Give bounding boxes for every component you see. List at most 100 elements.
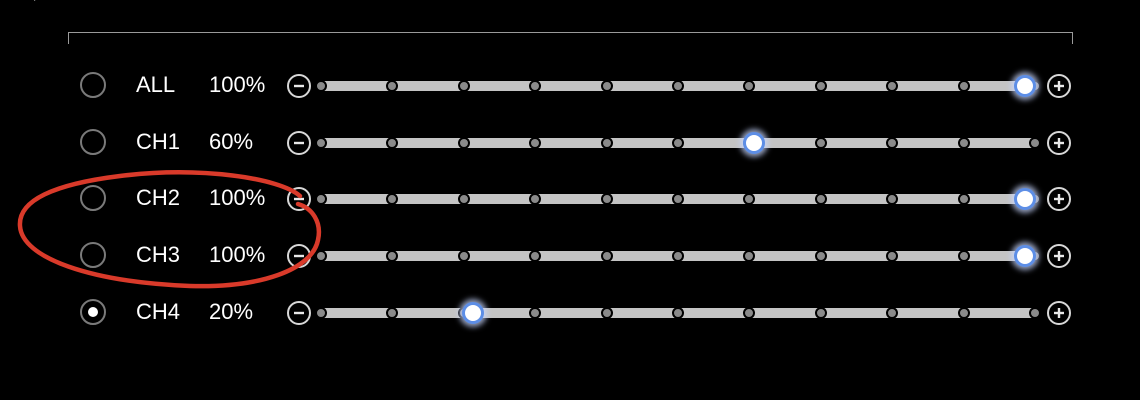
channel-radio-all[interactable]	[80, 72, 106, 98]
channel-label: CH1	[136, 129, 181, 154]
slider-tick	[814, 80, 827, 92]
slider-tick	[957, 80, 970, 92]
increase-button-ch2[interactable]	[1047, 187, 1071, 211]
slider-thumb[interactable]	[462, 302, 485, 324]
slider-tick	[315, 137, 327, 149]
slider-tick	[672, 193, 684, 205]
plus-icon	[1054, 308, 1064, 318]
channel-percent: 20%	[209, 299, 254, 324]
slider-thumb[interactable]	[1014, 188, 1036, 210]
slider-tick	[600, 193, 613, 205]
slider-tick	[672, 80, 684, 92]
slider-tick	[600, 80, 613, 92]
channel-radio-ch4[interactable]	[80, 299, 106, 325]
slider-tick	[957, 137, 970, 149]
slider-tick	[743, 250, 756, 262]
slider-thumb[interactable]	[1014, 75, 1036, 97]
channel-radio-ch3[interactable]	[80, 242, 106, 268]
slider-tick	[743, 307, 756, 319]
increase-button-ch3[interactable]	[1047, 244, 1071, 268]
slider-tick	[529, 137, 542, 149]
slider-tick	[315, 80, 327, 92]
plus-icon	[1054, 138, 1064, 148]
channel-percent: 100%	[209, 242, 266, 267]
decrease-button-ch1[interactable]	[287, 131, 311, 155]
brightness-slider-ch4[interactable]	[315, 302, 1041, 324]
channel-radio-ch1[interactable]	[80, 129, 106, 155]
slider-tick	[672, 137, 684, 149]
plus-icon	[1054, 81, 1064, 91]
minus-icon	[294, 84, 304, 88]
slider-tick	[529, 80, 542, 92]
slider-tick	[814, 307, 827, 319]
slider-tick	[886, 307, 899, 319]
decrease-button-ch4[interactable]	[287, 301, 311, 325]
slider-thumb[interactable]	[1014, 245, 1036, 267]
channel-label: CH2	[136, 185, 181, 210]
decrease-button-ch3[interactable]	[287, 244, 311, 268]
slider-tick	[886, 137, 899, 149]
channel-percent: 60%	[209, 129, 254, 154]
slider-tick	[1029, 137, 1041, 149]
decrease-button-ch2[interactable]	[287, 187, 311, 211]
channel-label: CH3	[136, 242, 181, 267]
increase-button-ch1[interactable]	[1047, 131, 1071, 155]
slider-thumb[interactable]	[743, 132, 766, 154]
slider-tick	[386, 80, 399, 92]
slider-tick	[315, 193, 327, 205]
brightness-slider-all[interactable]	[315, 75, 1041, 97]
slider-tick	[957, 250, 970, 262]
panel-bracket	[68, 32, 1073, 44]
increase-button-ch4[interactable]	[1047, 301, 1071, 325]
channel-label: CH4	[136, 299, 181, 324]
slider-tick	[529, 307, 542, 319]
plus-icon	[1054, 251, 1064, 261]
channel-percent: 100%	[209, 72, 266, 97]
channel-row-ch3: CH3 100%	[0, 235, 1140, 275]
minus-icon	[294, 254, 304, 258]
slider-tick	[457, 193, 470, 205]
slider-tick	[886, 193, 899, 205]
slider-tick	[386, 137, 399, 149]
back-arrow-icon[interactable]	[28, 0, 48, 8]
radio-selected-dot	[88, 307, 98, 317]
slider-tick	[315, 250, 327, 262]
decrease-button-all[interactable]	[287, 74, 311, 98]
slider-tick	[457, 137, 470, 149]
slider-tick	[743, 80, 756, 92]
channel-percent: 100%	[209, 185, 266, 210]
slider-tick	[672, 250, 684, 262]
channel-row-ch2: CH2 100%	[0, 178, 1140, 218]
slider-tick	[814, 250, 827, 262]
slider-tick	[315, 307, 327, 319]
slider-tick	[1029, 307, 1041, 319]
brightness-slider-ch1[interactable]	[315, 132, 1041, 154]
slider-tick	[457, 250, 470, 262]
slider-tick	[386, 250, 399, 262]
channel-radio-ch2[interactable]	[80, 185, 106, 211]
slider-tick	[600, 307, 613, 319]
slider-tick	[386, 193, 399, 205]
plus-icon	[1054, 194, 1064, 204]
increase-button-all[interactable]	[1047, 74, 1071, 98]
slider-tick	[957, 307, 970, 319]
slider-tick	[886, 80, 899, 92]
minus-icon	[294, 311, 304, 315]
channel-row-ch1: CH1 60%	[0, 122, 1140, 162]
brightness-slider-ch3[interactable]	[315, 245, 1041, 267]
minus-icon	[294, 197, 304, 201]
slider-tick	[600, 137, 613, 149]
slider-tick	[814, 193, 827, 205]
slider-tick	[743, 193, 756, 205]
slider-tick	[529, 193, 542, 205]
slider-tick	[672, 307, 684, 319]
slider-tick	[957, 193, 970, 205]
slider-tick	[814, 137, 827, 149]
brightness-slider-ch2[interactable]	[315, 188, 1041, 210]
minus-icon	[294, 141, 304, 145]
slider-tick	[457, 80, 470, 92]
channel-row-ch4: CH4 20%	[0, 292, 1140, 332]
slider-tick	[600, 250, 613, 262]
